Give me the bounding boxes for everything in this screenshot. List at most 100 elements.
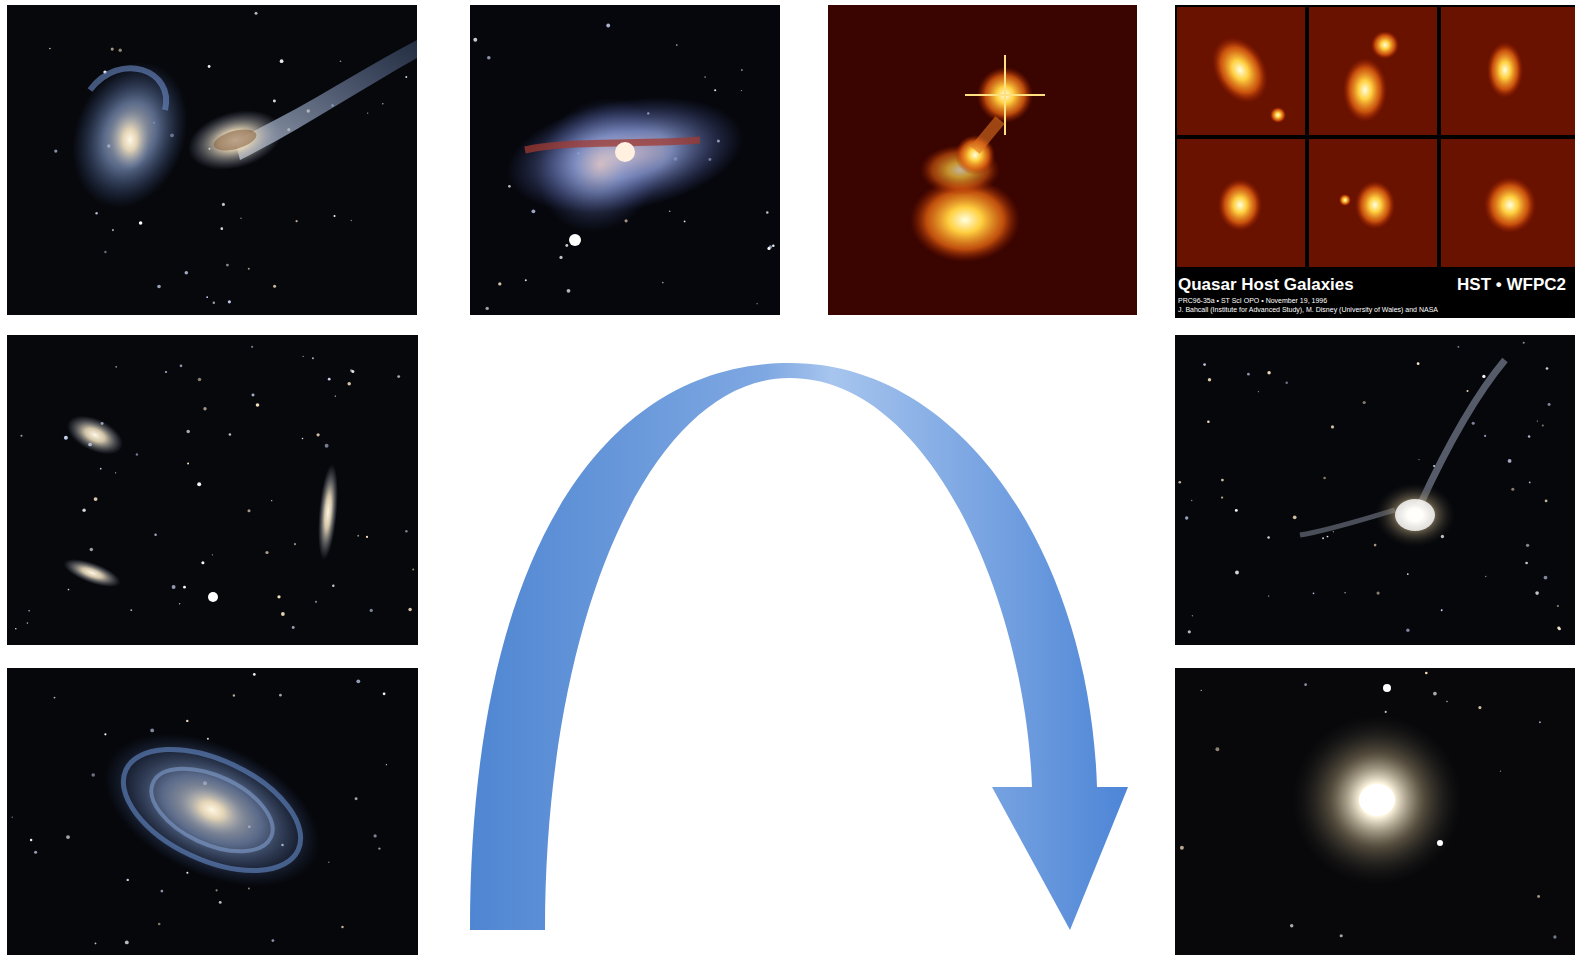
photo-panel <box>7 668 418 955</box>
star <box>347 382 350 385</box>
star <box>172 585 176 589</box>
star <box>49 48 51 50</box>
photo-panel <box>828 5 1137 315</box>
star <box>281 612 285 616</box>
star <box>741 69 743 71</box>
star <box>676 44 678 46</box>
star <box>206 296 208 298</box>
star <box>1340 934 1343 937</box>
star <box>294 543 296 545</box>
star <box>328 862 329 863</box>
star <box>1511 488 1514 491</box>
star <box>302 356 303 357</box>
star <box>1293 515 1297 519</box>
star <box>378 847 380 849</box>
star <box>669 211 671 213</box>
star <box>252 394 255 397</box>
star <box>296 220 298 222</box>
star <box>15 628 17 630</box>
star <box>341 926 343 928</box>
star <box>357 535 359 537</box>
galaxy-pair <box>53 40 417 224</box>
star <box>351 370 354 373</box>
star <box>197 482 201 486</box>
star <box>126 879 128 881</box>
star <box>1258 391 1259 392</box>
star <box>559 256 562 259</box>
star <box>1376 591 1379 594</box>
star <box>222 203 225 206</box>
photo-panel <box>7 5 417 315</box>
star <box>567 289 571 293</box>
star <box>104 733 106 735</box>
star <box>226 264 229 267</box>
star <box>185 271 189 275</box>
credit-line: PRC96-35a • ST ScI OPO • November 19, 19… <box>1178 297 1327 305</box>
star <box>265 551 268 554</box>
star <box>405 530 408 533</box>
star <box>1179 481 1182 484</box>
star <box>187 463 189 465</box>
star <box>198 378 202 382</box>
star <box>1537 420 1538 421</box>
star <box>273 285 276 288</box>
star <box>104 251 106 253</box>
star <box>772 244 775 247</box>
star <box>95 212 97 214</box>
star <box>186 720 188 722</box>
star <box>1548 403 1551 406</box>
star <box>256 403 260 407</box>
star <box>1385 711 1387 713</box>
star <box>1484 435 1486 437</box>
star <box>1425 672 1428 675</box>
star <box>756 303 757 304</box>
star <box>1323 477 1326 480</box>
photo-panel <box>1175 5 1575 318</box>
star <box>315 601 317 603</box>
star <box>1407 573 1409 575</box>
star <box>90 548 94 552</box>
star <box>220 227 223 230</box>
star <box>1327 536 1329 538</box>
star <box>302 438 304 440</box>
star <box>20 435 22 437</box>
merger-remnant <box>1300 360 1505 547</box>
star <box>1235 509 1238 512</box>
star <box>30 839 32 842</box>
star <box>248 268 250 270</box>
star <box>367 112 368 113</box>
star <box>34 851 37 854</box>
star <box>565 244 568 247</box>
star <box>1247 373 1250 376</box>
star <box>714 89 716 91</box>
star <box>1188 630 1191 633</box>
star <box>374 834 377 837</box>
star <box>1192 615 1193 616</box>
star <box>115 472 116 473</box>
star <box>408 608 411 611</box>
star <box>64 436 68 440</box>
star <box>473 38 477 42</box>
star <box>1557 605 1559 607</box>
star <box>316 433 319 436</box>
star <box>11 817 12 818</box>
star <box>1333 531 1334 532</box>
star <box>1529 482 1531 484</box>
credit-line: J. Bahcall (Institute for Advanced Study… <box>1178 306 1438 314</box>
star <box>68 589 70 591</box>
star <box>1313 592 1315 594</box>
star <box>1466 390 1468 392</box>
star <box>215 889 217 891</box>
star <box>1203 363 1206 366</box>
star <box>1539 721 1541 723</box>
elliptical-galaxy <box>1292 684 1462 885</box>
star <box>1191 500 1193 502</box>
star <box>111 48 114 51</box>
star <box>405 76 407 78</box>
star <box>1544 576 1548 580</box>
star <box>125 940 129 944</box>
star <box>1526 544 1529 547</box>
star <box>212 554 213 555</box>
star <box>1553 935 1556 938</box>
